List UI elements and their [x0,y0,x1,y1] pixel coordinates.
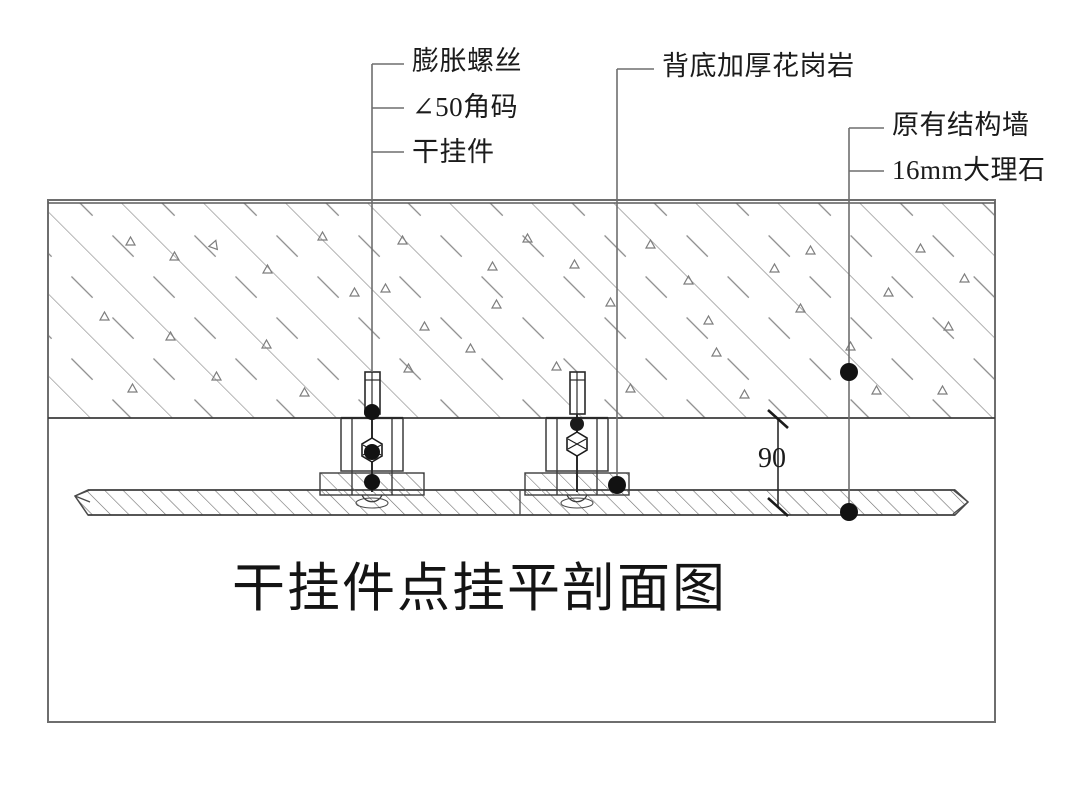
dimension-90 [767,409,789,517]
bracket-right-assembly [524,371,630,509]
existing-structural-wall-body [48,202,995,419]
hanging-piece-nut [566,417,588,457]
callout-label-marble-16mm: 16mm大理石 [892,155,1046,185]
callout-label-expansion-bolt: 膨胀螺丝 [412,46,522,76]
callout-label-dry-hanging-piece: 干挂件 [412,137,495,167]
callout-label-angle-code-50: ∠50角码 [412,92,519,122]
callout-label-thickened-granite: 背底加厚花岗岩 [662,51,855,81]
callout-leaders [371,63,884,512]
drawing-title: 干挂件点挂平剖面图 [232,560,727,618]
bracket-left-assembly [319,371,425,509]
leader-node-dots [364,363,858,521]
dimension-value-90: 90 [758,443,786,474]
marble-slab-16mm [73,489,970,516]
callout-label-existing-structural-wall: 原有结构墙 [892,110,1030,140]
